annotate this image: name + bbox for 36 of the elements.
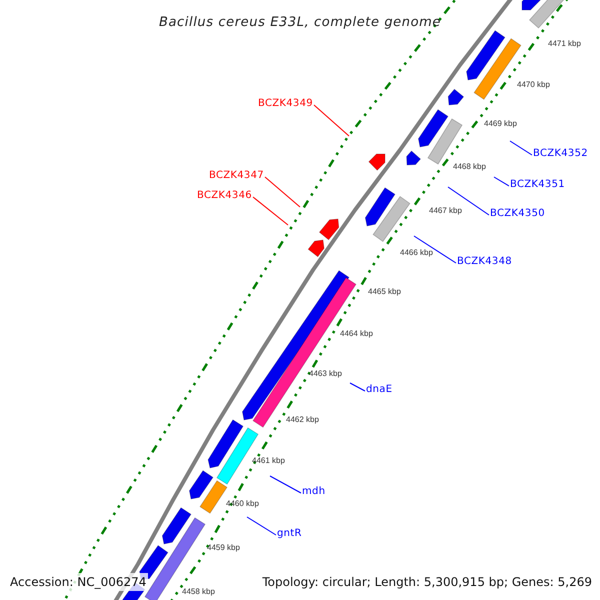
leader-line — [414, 236, 456, 264]
leader-line — [494, 176, 510, 186]
leader-line — [264, 176, 300, 208]
scale-tick-label: 4461 kbp — [252, 456, 285, 466]
genome-title: Bacillus cereus E33L, complete genome — [158, 15, 442, 30]
scale-tick-label: 4465 kbp — [368, 287, 401, 297]
leader-line — [510, 140, 532, 156]
scale-tick-label: 4463 kbp — [309, 369, 342, 379]
gene-label: gntR — [277, 527, 302, 541]
gene-label: BCZK4351 — [510, 178, 565, 192]
leader-line — [448, 186, 490, 216]
leader-line — [252, 196, 288, 226]
scale-tick-label: 4466 kbp — [400, 248, 433, 258]
scale-tick-label: 4458 kbp — [182, 587, 215, 597]
leader-line — [270, 476, 302, 494]
gene-label: BCZK4349 — [258, 97, 313, 111]
gene-label: BCZK4352 — [533, 147, 588, 161]
leader-line — [350, 382, 366, 392]
gene-label: BCZK4346 — [197, 189, 252, 203]
scale-tick-label: 4470 kbp — [517, 80, 550, 90]
scale-tick-label: 4468 kbp — [453, 162, 486, 172]
scale-tick-label: 4462 kbp — [286, 415, 319, 425]
gene-label: dnaE — [366, 383, 392, 397]
scale-tick-label: 4467 kbp — [429, 206, 462, 216]
scale-tick-label: 4469 kbp — [484, 119, 517, 129]
scale-tick-label: 4459 kbp — [207, 543, 240, 553]
accession-text: Accession: NC_006274 — [8, 573, 148, 591]
scale-tick-label: 4471 kbp — [548, 39, 581, 49]
gene-label: BCZK4350 — [490, 207, 545, 221]
gene-label: BCZK4347 — [209, 169, 264, 183]
scale-tick-label: 4460 kbp — [226, 499, 259, 509]
gene-label: mdh — [302, 485, 326, 499]
scale-tick-label: 4464 kbp — [340, 329, 373, 339]
leader-line — [246, 516, 276, 536]
gene-label: BCZK4348 — [457, 255, 512, 269]
leader-line — [314, 104, 350, 136]
